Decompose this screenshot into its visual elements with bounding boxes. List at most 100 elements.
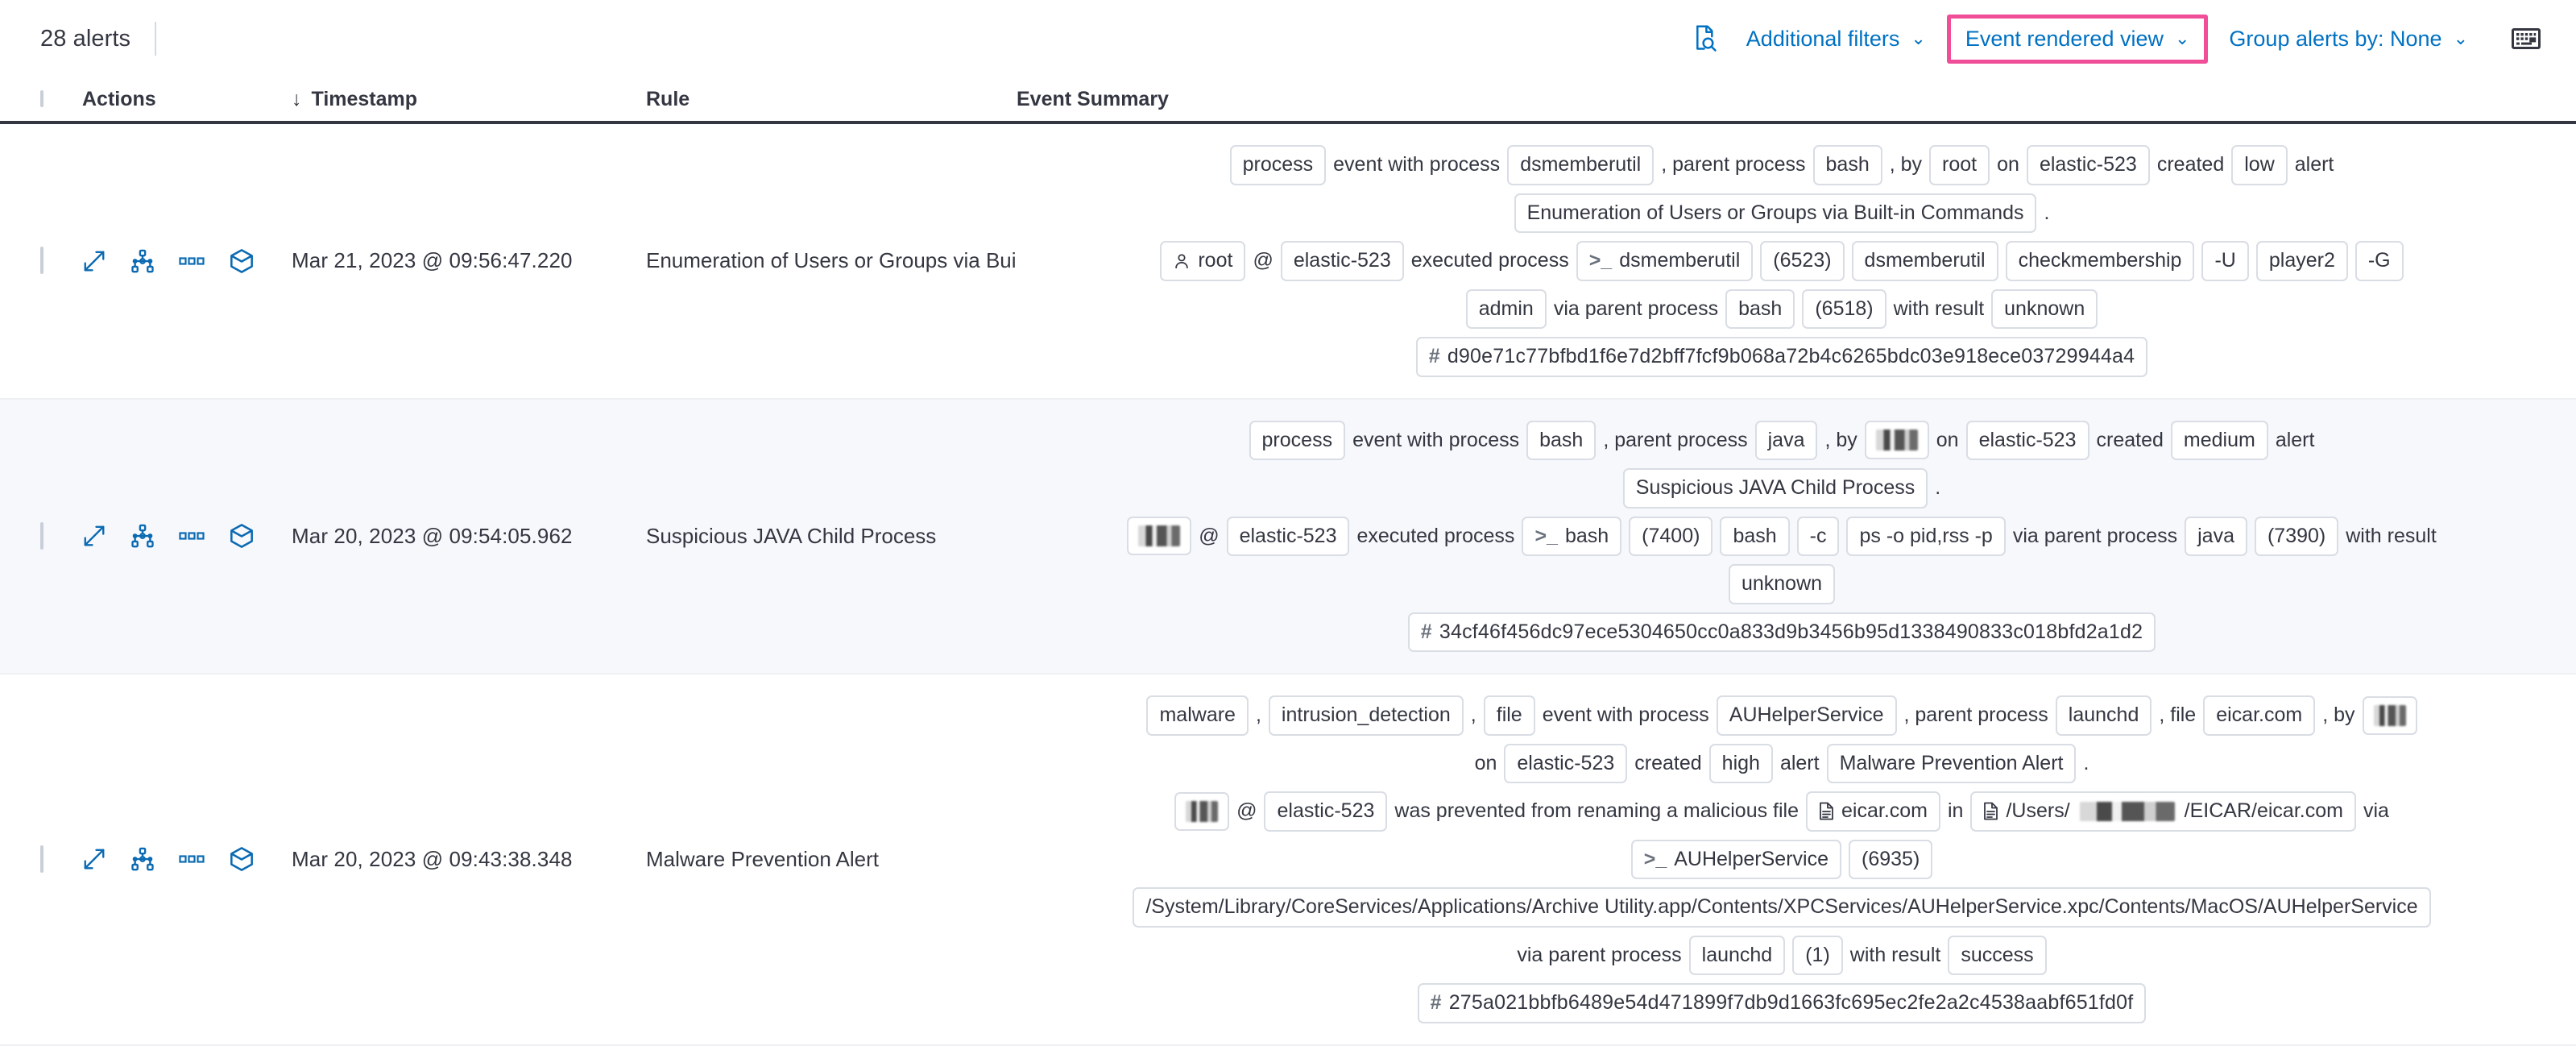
header-actions-label: Actions bbox=[82, 87, 156, 110]
file-path-chip[interactable]: /Users//EICAR/eicar.com bbox=[1970, 791, 2356, 832]
value-chip[interactable]: unknown bbox=[1991, 288, 2098, 329]
value-chip[interactable]: java bbox=[2185, 516, 2247, 556]
value-chip[interactable]: -U bbox=[2201, 241, 2249, 281]
summary-text: alert bbox=[2294, 153, 2334, 176]
expand-icon[interactable] bbox=[82, 847, 106, 871]
redacted-user-chip[interactable] bbox=[1127, 517, 1192, 556]
value-chip[interactable]: launchd bbox=[1688, 935, 1786, 975]
file-chip[interactable]: eicar.com bbox=[1806, 791, 1940, 832]
user-chip[interactable]: root bbox=[1160, 241, 1246, 281]
value-chip[interactable]: AUHelperService bbox=[1716, 695, 1897, 736]
hash-chip[interactable]: #34cf46f456dc97ece5304650cc0a833d9b3456b… bbox=[1407, 612, 2156, 652]
value-chip[interactable]: (6518) bbox=[1802, 288, 1886, 329]
expand-icon[interactable] bbox=[82, 524, 106, 548]
value-chip[interactable]: process bbox=[1249, 420, 1346, 460]
redacted-user-chip[interactable] bbox=[1864, 421, 1929, 460]
value-chip[interactable]: process bbox=[1229, 145, 1327, 185]
value-chip[interactable]: java bbox=[1754, 420, 1818, 460]
more-actions-icon[interactable] bbox=[179, 530, 205, 542]
value-chip[interactable]: admin bbox=[1465, 288, 1547, 329]
value-chip[interactable]: (6523) bbox=[1760, 241, 1845, 281]
value-chip[interactable]: bash bbox=[1812, 145, 1882, 185]
value-chip[interactable]: -c bbox=[1796, 516, 1840, 556]
redacted-value bbox=[1186, 800, 1219, 822]
process-chip[interactable]: >_dsmemberutil bbox=[1576, 241, 1754, 281]
value-chip[interactable]: -G bbox=[2354, 241, 2404, 281]
table-row[interactable]: Mar 21, 2023 @ 09:56:47.220 Enumeration o… bbox=[0, 124, 2576, 400]
inspect-search-icon[interactable] bbox=[1680, 24, 1730, 53]
more-actions-icon[interactable] bbox=[179, 853, 205, 865]
value-chip[interactable]: root bbox=[1929, 145, 1990, 185]
header-event-summary[interactable]: Event Summary bbox=[1017, 88, 2576, 111]
value-chip[interactable]: ps -o pid,rss -p bbox=[1846, 516, 2006, 556]
session-view-icon[interactable] bbox=[229, 846, 255, 872]
analyzer-icon[interactable] bbox=[130, 524, 155, 548]
value-chip[interactable]: /System/Library/CoreServices/Application… bbox=[1133, 887, 2431, 928]
more-actions-icon[interactable] bbox=[179, 255, 205, 267]
value-chip[interactable]: intrusion_detection bbox=[1268, 695, 1464, 736]
header-rule[interactable]: Rule bbox=[646, 88, 1017, 111]
value-chip[interactable]: elastic-523 bbox=[2026, 145, 2150, 185]
summary-text: with result bbox=[1893, 297, 1985, 320]
value-chip[interactable]: file bbox=[1483, 695, 1535, 736]
row-select-checkbox[interactable] bbox=[40, 247, 43, 275]
row-rule-name: Malware Prevention Alert bbox=[646, 846, 880, 871]
value-chip[interactable]: (1) bbox=[1792, 935, 1843, 975]
value-chip[interactable]: Suspicious JAVA Child Process bbox=[1622, 468, 1928, 508]
session-view-icon[interactable] bbox=[229, 248, 255, 274]
value-chip[interactable]: medium bbox=[2170, 420, 2268, 460]
value-chip[interactable]: malware bbox=[1146, 695, 1249, 736]
analyzer-icon[interactable] bbox=[130, 249, 155, 273]
value-chip[interactable]: (6935) bbox=[1849, 839, 1933, 879]
value-chip[interactable]: bash bbox=[1725, 288, 1795, 329]
value-chip[interactable]: success bbox=[1948, 935, 2047, 975]
process-chip[interactable]: >_AUHelperService bbox=[1630, 839, 1841, 879]
row-actions-cell bbox=[82, 505, 292, 567]
value-chip[interactable]: elastic-523 bbox=[1280, 241, 1404, 281]
value-chip[interactable]: Malware Prevention Alert bbox=[1826, 743, 2077, 783]
value-chip[interactable]: player2 bbox=[2255, 241, 2348, 281]
value-chip[interactable]: Enumeration of Users or Groups via Built… bbox=[1514, 193, 2037, 233]
value-chip[interactable]: bash bbox=[1526, 420, 1597, 460]
summary-text: @ bbox=[1236, 799, 1257, 823]
value-chip[interactable]: elastic-523 bbox=[1264, 791, 1388, 832]
value-chip[interactable]: high bbox=[1708, 743, 1773, 783]
header-timestamp[interactable]: ↓ Timestamp bbox=[292, 88, 646, 111]
group-alerts-by-button[interactable]: Group alerts by: None ⌄ bbox=[2213, 15, 2484, 63]
redacted-user-chip[interactable] bbox=[1174, 791, 1230, 831]
value-chip[interactable]: dsmemberutil bbox=[1507, 145, 1655, 185]
row-select-checkbox[interactable] bbox=[40, 521, 43, 550]
value-chip[interactable]: elastic-523 bbox=[1504, 743, 1628, 783]
summary-text: on bbox=[1997, 153, 2019, 176]
row-action-icons bbox=[82, 846, 292, 872]
value-chip[interactable]: elastic-523 bbox=[1226, 516, 1350, 556]
session-view-icon[interactable] bbox=[229, 523, 255, 549]
additional-filters-button[interactable]: Additional filters ⌄ bbox=[1730, 15, 1942, 63]
hash-chip[interactable]: #d90e71c77bfbd1f6e7d2bff7fcf9b068a72b4c6… bbox=[1415, 337, 2148, 377]
row-select-cell bbox=[40, 230, 82, 291]
summary-text: with result bbox=[2346, 524, 2437, 547]
value-chip[interactable]: low bbox=[2231, 145, 2288, 185]
analyzer-icon[interactable] bbox=[130, 847, 155, 871]
value-chip[interactable]: (7390) bbox=[2254, 516, 2339, 556]
value-chip[interactable]: (7400) bbox=[1629, 516, 1713, 556]
select-all-checkbox[interactable] bbox=[40, 90, 43, 107]
value-chip[interactable]: launchd bbox=[2055, 695, 2152, 736]
value-chip[interactable]: eicar.com bbox=[2203, 695, 2316, 736]
value-chip[interactable]: checkmembership bbox=[2005, 241, 2195, 281]
value-chip[interactable]: dsmemberutil bbox=[1851, 241, 1998, 281]
redacted-user-chip[interactable] bbox=[2362, 695, 2417, 735]
event-rendered-view-button[interactable]: Event rendered view ⌄ bbox=[1965, 27, 2190, 52]
value-chip[interactable]: elastic-523 bbox=[1965, 420, 2089, 460]
value-chip[interactable]: bash bbox=[1720, 516, 1790, 556]
value-chip[interactable]: unknown bbox=[1728, 564, 1836, 604]
row-select-checkbox[interactable] bbox=[40, 845, 43, 873]
hash-chip[interactable]: #275a021bbfb6489e54d471899f7db9d1663fc69… bbox=[1417, 983, 2147, 1023]
process-chip[interactable]: >_bash bbox=[1522, 516, 1622, 556]
row-timestamp: Mar 21, 2023 @ 09:56:47.220 bbox=[292, 248, 573, 273]
keyboard-shortcuts-icon[interactable] bbox=[2512, 27, 2541, 50]
expand-icon[interactable] bbox=[82, 249, 106, 273]
summary-text: , bbox=[1470, 704, 1476, 727]
